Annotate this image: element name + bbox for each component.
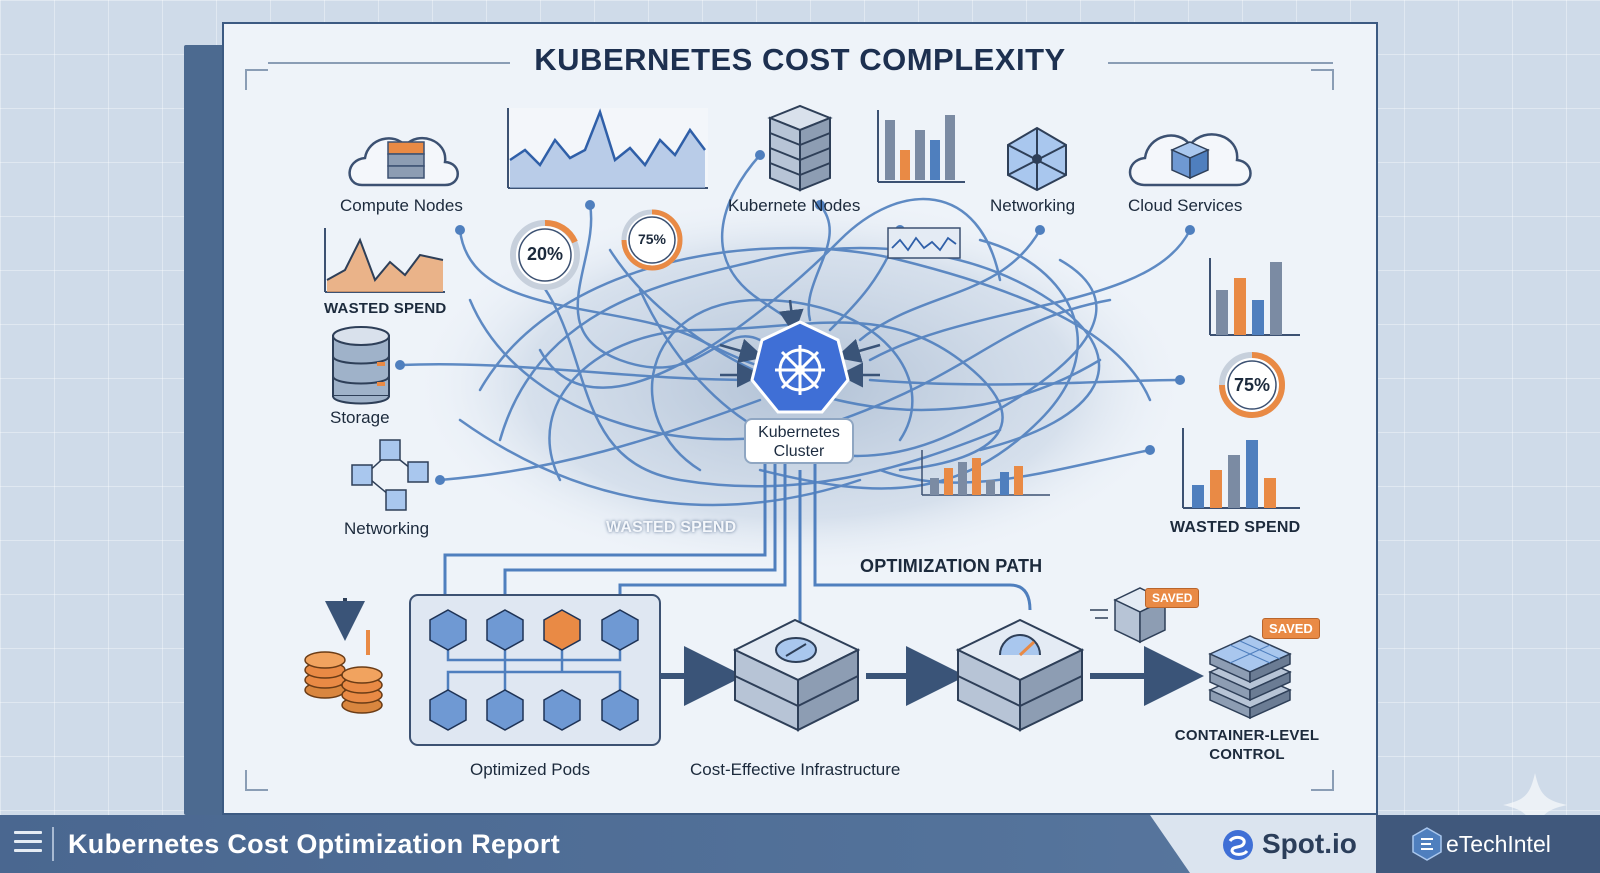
cluster-line-1: Kubernetes — [758, 424, 840, 441]
cluster-arrows — [719, 299, 881, 388]
label-wasted-spend-center: WASTED SPEND — [606, 519, 737, 536]
optimized-pods-box — [409, 594, 661, 746]
right-bar-chart-top-icon — [1209, 258, 1300, 336]
label-networking: Networking — [344, 519, 430, 538]
label-kubernete-nodes: Kubernete Nodes — [728, 196, 861, 215]
cloud-server-icon — [348, 136, 459, 187]
database-icon — [332, 326, 390, 405]
coins-icon — [304, 598, 383, 714]
gauge-75-top-value: 75% — [637, 231, 667, 247]
etechintel-brand-text: eTechIntel — [1446, 831, 1551, 857]
right-bar-chart-bottom-icon — [1182, 428, 1300, 509]
container-stack-icon — [1208, 635, 1292, 720]
saved-badge-large: SAVED — [1262, 618, 1320, 639]
server-gauge-icon — [955, 618, 1085, 732]
page-title: KUBERNETES COST COMPLEXITY — [534, 42, 1066, 77]
gauge-75-top-icon — [621, 209, 683, 271]
line-chart-icon — [507, 108, 708, 189]
etechintel-logo-icon — [1412, 827, 1442, 861]
infrastructure-server-icon — [732, 618, 861, 732]
mini-monitor-icon — [887, 227, 961, 259]
label-storage: Storage — [330, 408, 390, 427]
gauge-75-right-value: 75% — [1233, 375, 1271, 395]
server-rack-icon — [767, 104, 833, 192]
spot-logo-icon — [1223, 830, 1253, 860]
saved-badge-small: SAVED — [1145, 588, 1200, 608]
spot-brand-area — [1150, 815, 1376, 873]
cloud-cube-icon — [1128, 133, 1252, 187]
label-container-line-2: CONTROL — [1209, 746, 1285, 763]
bar-chart-icon — [877, 110, 965, 183]
sparkle-icon — [1503, 773, 1567, 837]
label-networking-top: Networking — [990, 196, 1076, 215]
report-title: Kubernetes Cost Optimization Report — [68, 829, 561, 859]
gauge-20-value: 20% — [526, 244, 564, 264]
spot-brand-text: Spot.io — [1262, 828, 1357, 859]
label-infrastructure: Cost-Effective Infrastructure — [690, 760, 901, 779]
label-container-line-1: CONTAINER-LEVEL — [1174, 727, 1320, 744]
footer-divider — [52, 827, 54, 861]
label-optimized-pods: Optimized Pods — [470, 760, 590, 779]
gauge-20-icon — [510, 219, 580, 290]
middle-bar-chart-icon — [921, 450, 1050, 496]
label-wasted-spend-right: WASTED SPEND — [1170, 519, 1301, 536]
gauge-75-right-icon — [1219, 352, 1285, 418]
menu-icon[interactable] — [14, 831, 42, 857]
label-cloud-services: Cloud Services — [1128, 196, 1243, 215]
footer-bar: Kubernetes Cost Optimization Report Spot… — [0, 815, 1600, 873]
kubernetes-helm-icon — [750, 320, 850, 414]
network-cubes-icon — [351, 439, 429, 511]
network-sphere-icon — [1007, 126, 1067, 192]
optimization-wires — [443, 460, 1032, 625]
label-optimization-path: OPTIMIZATION PATH — [860, 556, 1043, 576]
cluster-line-2: Cluster — [773, 443, 825, 460]
label-compute-nodes: Compute Nodes — [340, 196, 463, 215]
panel-corner-brackets — [245, 62, 1334, 791]
wasted-line-chart-icon — [324, 228, 445, 293]
kubernetes-cluster-label: Kubernetes Cluster — [744, 418, 854, 464]
label-wasted-spend-left: WASTED SPEND — [324, 300, 447, 317]
